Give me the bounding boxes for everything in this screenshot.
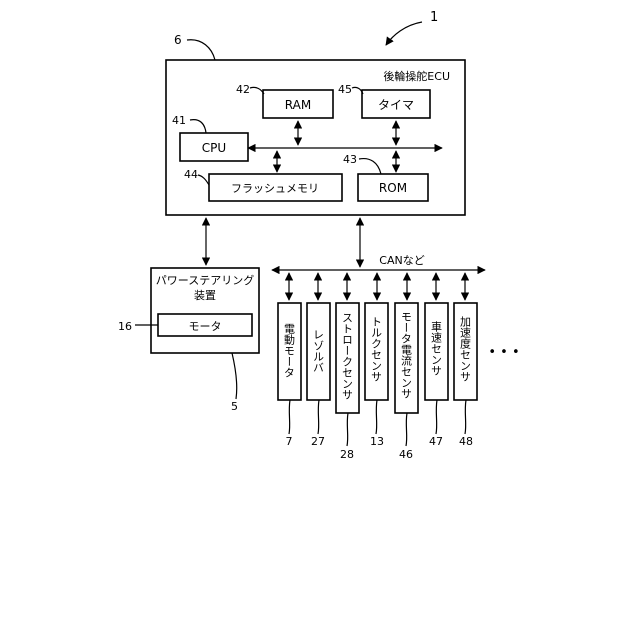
ref-torque-sensor: 13 (370, 435, 384, 448)
ref-flash: 44 (184, 168, 198, 181)
ref-power-steering: 5 (231, 400, 238, 413)
ps-motor-label: モータ (189, 320, 222, 333)
ref-motor-current-sensor: 46 (399, 448, 413, 461)
ecu-title: 後輪操舵ECU (383, 69, 450, 83)
flash-memory-label: フラッシュメモリ (231, 182, 319, 195)
ref-electric-motor: 7 (286, 435, 293, 448)
ref-ps-motor: 16 (118, 320, 132, 333)
electric-motor-label: 電動モータ (283, 323, 296, 378)
ref-ecu: 6 (174, 33, 182, 47)
ref-ps-leader (232, 353, 237, 399)
power-steering-title-1: パワーステアリング (156, 273, 254, 287)
power-steering-title-2: 装置 (194, 289, 216, 302)
more-devices-ellipsis: • • • (488, 345, 519, 360)
can-bus-label: CANなど (379, 254, 424, 267)
rom-label: ROM (379, 181, 407, 195)
ref-torque-sensor-leader (376, 400, 377, 434)
ref-vehicle-speed-sensor-leader (436, 400, 437, 434)
ref-cpu: 41 (172, 114, 186, 127)
ref-rom: 43 (343, 153, 357, 166)
ref-system-arrow (386, 22, 422, 45)
ref-acceleration-sensor: 48 (459, 435, 473, 448)
vehicle-speed-sensor-label: 車速センサ (430, 320, 443, 376)
ref-resolver-leader (318, 400, 319, 434)
acceleration-sensor-label: 加速度センサ (459, 316, 472, 382)
ref-motor-current-sensor-leader (406, 413, 407, 446)
resolver-label: レゾルバ (312, 329, 325, 373)
ref-vehicle-speed-sensor: 47 (429, 435, 443, 448)
ref-resolver: 27 (311, 435, 325, 448)
timer-label: タイマ (378, 98, 414, 112)
ref-ecu-leader (187, 40, 215, 60)
torque-sensor-label: トルクセンサ (370, 316, 383, 382)
ref-acceleration-sensor-leader (465, 400, 466, 434)
ref-ram: 42 (236, 83, 250, 96)
motor-current-sensor-label: モータ電流センサ (400, 311, 413, 399)
cpu-label: CPU (202, 141, 226, 155)
ref-stroke-sensor: 28 (340, 448, 354, 461)
ref-timer: 45 (338, 83, 352, 96)
ref-system: 1 (430, 10, 438, 25)
ram-label: RAM (285, 98, 311, 112)
stroke-sensor-label: ストロークセンサ (341, 312, 354, 400)
ref-stroke-sensor-leader (347, 413, 348, 446)
ref-electric-motor-leader (289, 400, 290, 434)
